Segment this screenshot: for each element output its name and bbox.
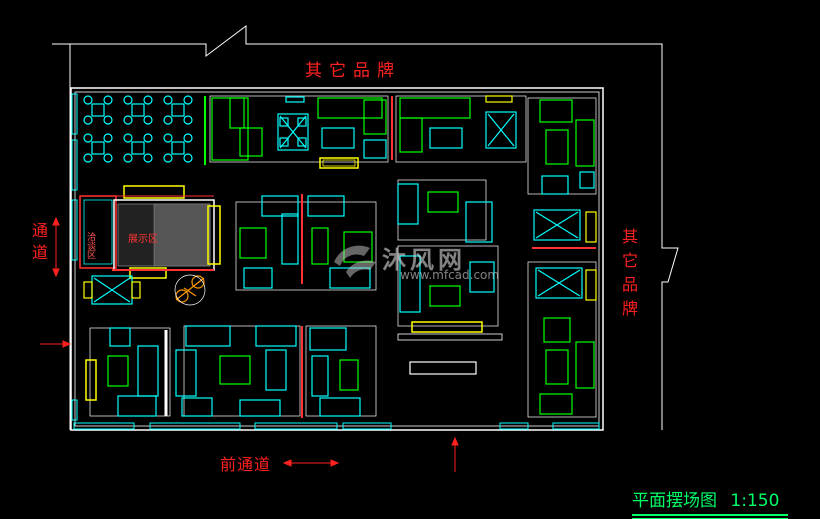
drawing-title: 平面摆场图 1:150 [632,486,788,511]
table-group-top-left [83,95,193,163]
top-brand-label: 其它品牌 [305,61,401,81]
motorbike-decor [175,275,205,303]
front-openings [73,422,600,430]
living-set-center-right [397,179,503,341]
stage-center-label: 展示区 [128,233,158,245]
counter-white [409,361,477,375]
round-rug [174,274,206,306]
watermark-name: 沐风网 [382,246,466,274]
living-set-top-right [391,95,527,163]
watermark-logo [334,245,376,278]
left-wall-windows [71,93,78,421]
sideboard-yellow-top [319,157,359,169]
living-set-center-left [235,194,377,291]
drawing-scale: 1:150 [730,491,780,511]
front-passage-label: 前通道 [220,455,272,474]
right-brand-label: 其它品牌 [619,228,638,324]
outer-boundary [52,25,679,430]
left-passage-label: 通道 [29,222,48,266]
stage-area [79,185,221,279]
stage-left-label: 洽谈区 [85,231,96,259]
living-set-top-middle [209,95,389,163]
direction-arrows [40,216,459,472]
living-set-bottom-left [85,325,377,418]
drawing-title-name: 平面摆场图 [632,491,717,511]
title-underline [632,514,788,516]
dining-table-left [83,275,141,305]
living-set-right-column [527,97,597,418]
watermark-url: www.mfcad.com [400,268,500,282]
drawing-title-block: 平面摆场图 1:150 [632,486,788,519]
